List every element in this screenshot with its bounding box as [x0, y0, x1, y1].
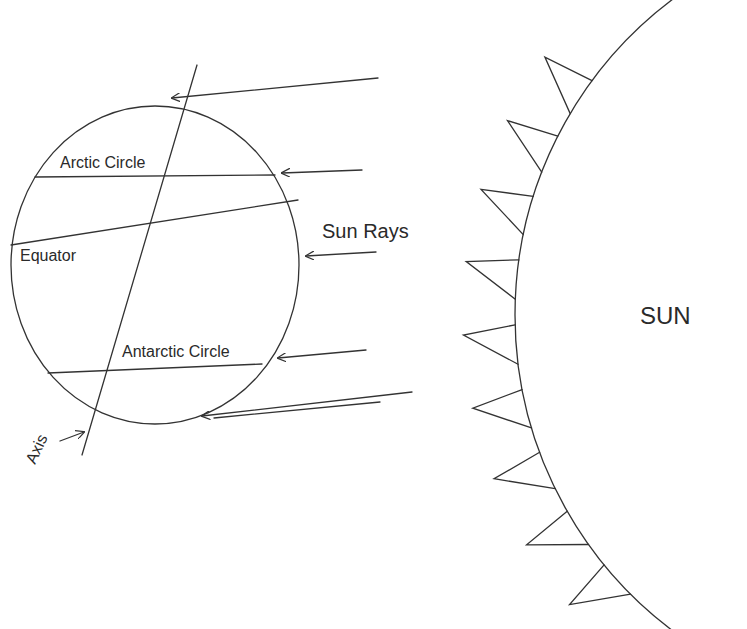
sun-spike — [508, 121, 558, 173]
earth-outline — [11, 106, 299, 424]
sun-spike — [463, 325, 518, 364]
sun-spike — [570, 565, 631, 605]
latitude-label: Equator — [20, 247, 76, 265]
sun-rays-label: Sun Rays — [322, 220, 409, 243]
earth-circle-outline — [10, 105, 300, 425]
axis-line — [82, 65, 197, 455]
earth-circle: Arctic CircleEquatorAntarctic Circle — [10, 105, 300, 425]
sun-spike — [527, 511, 589, 545]
arctic-circle-line — [35, 175, 275, 177]
sun-ray-arrow — [278, 350, 366, 358]
sun-ray-line — [214, 402, 380, 418]
equator-line — [11, 200, 298, 245]
latitude-label: Arctic Circle — [60, 154, 145, 172]
sun-name: SUN — [640, 302, 691, 330]
sun-ray-arrow — [306, 252, 376, 256]
sun-spike — [545, 57, 592, 114]
sun-spike — [473, 390, 532, 428]
axis-label: Axis — [22, 432, 51, 467]
sun-spike — [481, 189, 533, 234]
latitude-label: Antarctic Circle — [122, 343, 230, 361]
sun-ray-arrow — [202, 392, 412, 416]
axis-pointer — [60, 432, 84, 441]
sun-ray-arrow — [282, 170, 362, 173]
sun-ray-arrow — [172, 78, 378, 98]
sun-shape: SUN — [470, 0, 747, 629]
sun-spike — [466, 260, 519, 299]
antarctic-circle-line — [48, 364, 262, 373]
sun-spike — [494, 452, 555, 488]
sun-shape-outline — [470, 0, 747, 629]
